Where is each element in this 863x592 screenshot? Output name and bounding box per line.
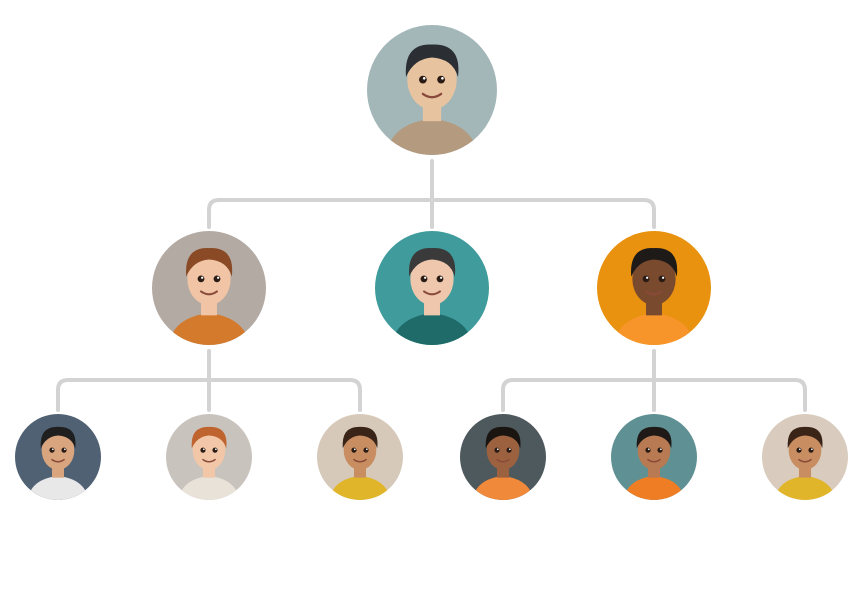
person-avatar-icon	[178, 426, 240, 500]
org-node-grandchild-6[interactable]	[762, 414, 848, 500]
org-node-grandchild-5[interactable]	[611, 414, 697, 500]
person-avatar-icon	[623, 426, 685, 500]
person-avatar-icon	[391, 248, 473, 345]
org-node-grandchild-1[interactable]	[15, 414, 101, 500]
org-node-grandchild-2[interactable]	[166, 414, 252, 500]
org-node-child-2[interactable]	[375, 231, 489, 345]
person-avatar-icon	[385, 44, 479, 155]
org-node-child-1[interactable]	[152, 231, 266, 345]
person-avatar-icon	[774, 426, 836, 500]
person-avatar-icon	[613, 248, 695, 345]
org-node-grandchild-4[interactable]	[460, 414, 546, 500]
person-avatar-icon	[472, 426, 534, 500]
person-avatar-icon	[168, 248, 250, 345]
person-avatar-icon	[329, 426, 391, 500]
org-node-grandchild-3[interactable]	[317, 414, 403, 500]
person-avatar-icon	[27, 426, 89, 500]
org-node-root[interactable]	[367, 25, 497, 155]
connector-lines	[56, 159, 807, 412]
org-node-child-3[interactable]	[597, 231, 711, 345]
